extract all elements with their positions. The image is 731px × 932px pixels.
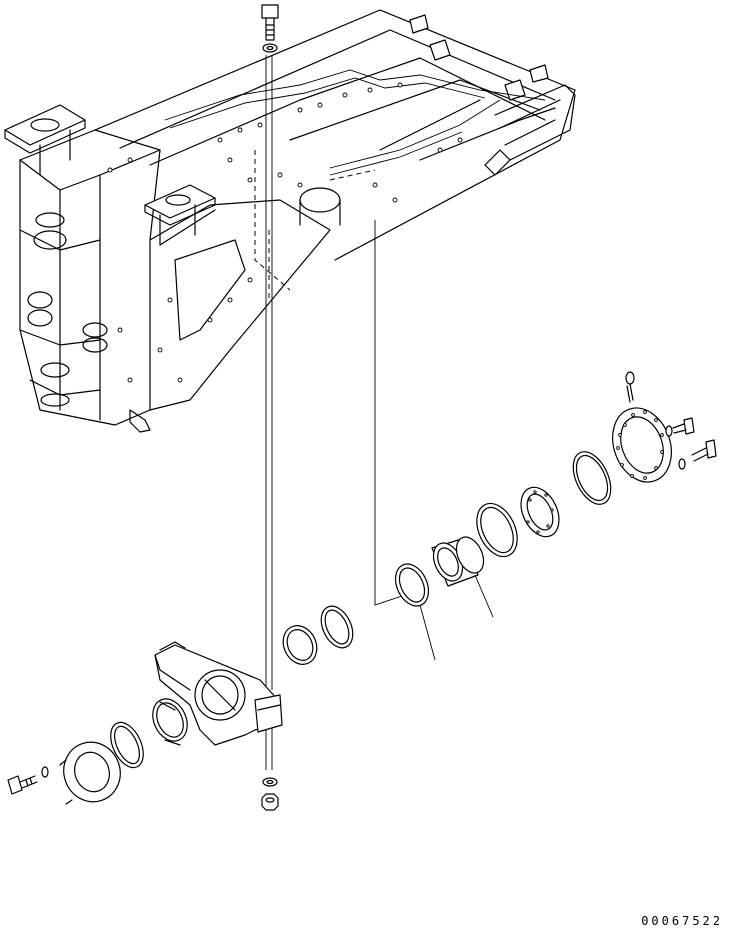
shim-ring xyxy=(514,446,619,543)
collar-bushing xyxy=(428,533,493,617)
pivot-nut xyxy=(262,794,278,810)
front-cover-plate xyxy=(603,400,682,491)
front-cover-bolt xyxy=(673,418,716,461)
rear-cover-plate xyxy=(55,734,128,810)
bushing-ring-left-1 xyxy=(104,717,150,772)
thrust-ring xyxy=(389,559,435,660)
bushing-ring-left-2 xyxy=(146,693,194,746)
rear-cover-bolt xyxy=(8,776,37,794)
pivot-washer-top xyxy=(263,44,277,52)
spacer-ring xyxy=(469,497,525,563)
pivot-bracket xyxy=(155,642,282,745)
seal-ring-right-1 xyxy=(277,620,323,670)
pivot-washer-bottom xyxy=(263,778,277,786)
pivot-pin-bolt xyxy=(262,5,278,40)
rear-cover-washer xyxy=(42,767,48,777)
front-cover-eyebolt xyxy=(626,372,634,402)
drawing-number: 00067522 xyxy=(641,914,723,928)
front-cover-washer xyxy=(666,426,685,469)
seal-ring-right-2 xyxy=(315,601,359,653)
main-frame xyxy=(5,10,575,432)
